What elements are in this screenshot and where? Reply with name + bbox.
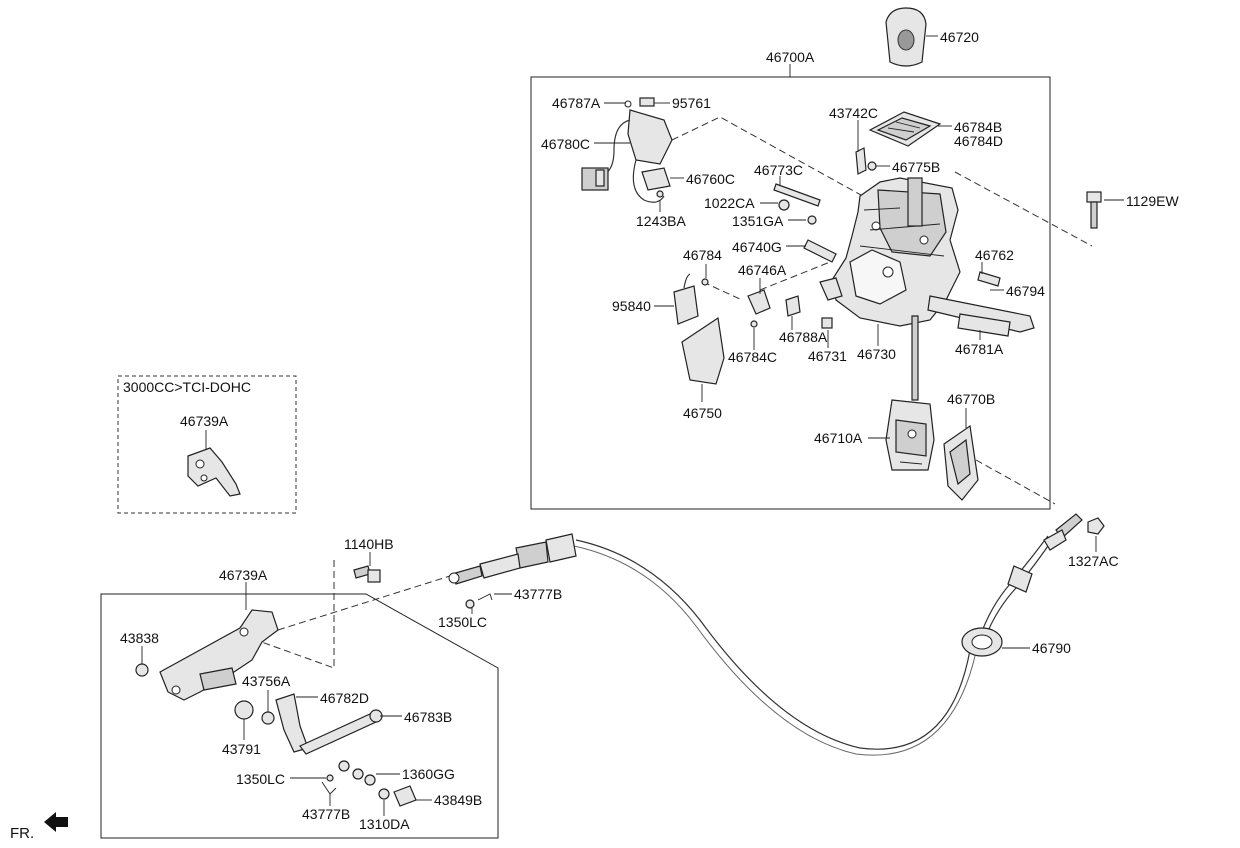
label-46730: 46730 <box>857 346 896 362</box>
alignment-lines <box>255 116 1093 669</box>
label-front: FR. <box>10 825 34 842</box>
label-46783b: 46783B <box>404 709 452 725</box>
lever-46782d <box>275 693 309 753</box>
pin-46740g <box>803 239 837 263</box>
washer-1350lc <box>326 774 334 782</box>
label-1327ac: 1327AC <box>1068 553 1119 569</box>
label-46784d: 46784D <box>954 133 1003 149</box>
label-95840: 95840 <box>612 298 651 314</box>
label-43791: 43791 <box>222 741 261 757</box>
clip-43777b-top <box>477 593 493 601</box>
label-46780c: 46780C <box>541 136 590 152</box>
switch-46760c <box>641 167 671 191</box>
pin-46773c <box>773 183 821 207</box>
bushing-46788a <box>785 295 801 317</box>
label-46700a: 46700A <box>766 49 815 65</box>
plate-46770b <box>943 424 979 501</box>
engine-variant-inset-frame <box>117 375 297 514</box>
label-1140hb: 1140HB <box>344 536 394 552</box>
label-46775b: 46775B <box>892 159 940 175</box>
label-1351ga: 1351GA <box>732 213 784 229</box>
transaxle-lever-frame <box>100 593 499 839</box>
nut-1327ac <box>1087 517 1105 535</box>
label-46739a-inset: 46739A <box>180 413 229 429</box>
label-46784b: 46784B <box>954 119 1002 135</box>
label-46788a: 46788A <box>779 329 828 345</box>
label-1350lc-top: 1350LC <box>438 614 487 630</box>
shift-cable-46790 <box>448 513 1083 756</box>
screw-46762 <box>977 271 1001 287</box>
label-1243ba: 1243BA <box>636 213 686 229</box>
block-46731 <box>821 317 833 329</box>
rod-46783b <box>299 713 377 755</box>
washer-1350lc-top <box>465 599 475 609</box>
screw-1243ba <box>656 190 664 198</box>
label-46746a: 46746A <box>738 262 787 278</box>
label-46784: 46784 <box>683 247 722 263</box>
bolt-1140hb <box>353 565 381 583</box>
label-43849b: 43849B <box>434 792 482 808</box>
label-engine-variant: 3000CC>TCI-DOHC <box>123 379 251 395</box>
bushing-43756a <box>261 711 275 725</box>
label-46790: 46790 <box>1032 640 1071 656</box>
sensor-95840 <box>673 273 699 325</box>
bolt-1129ew <box>1086 191 1102 229</box>
nut-46775b <box>867 161 877 171</box>
detent-assembly-46710a <box>885 399 935 471</box>
leader-lines <box>141 64 1124 816</box>
washer-1351ga <box>807 215 817 225</box>
label-46781a: 46781A <box>955 341 1004 357</box>
label-43838: 43838 <box>120 630 159 646</box>
label-46750: 46750 <box>683 405 722 421</box>
label-1360gg: 1360GG <box>402 766 455 782</box>
cover-46750 <box>681 316 725 385</box>
label-46782d: 46782D <box>320 690 369 706</box>
label-1310da: 1310DA <box>359 816 410 832</box>
shift-lock-harness <box>581 97 673 203</box>
label-95761: 95761 <box>672 95 711 111</box>
label-1350lc: 1350LC <box>236 771 285 787</box>
transaxle-lever-46739a <box>159 609 279 701</box>
label-46740g: 46740G <box>732 239 782 255</box>
clip-43777b <box>321 781 337 795</box>
label-43742c: 43742C <box>829 105 878 121</box>
nut-1310da <box>378 788 390 800</box>
label-1129ew: 1129EW <box>1126 193 1179 209</box>
pin-46784c <box>750 320 758 328</box>
washer-1022ca <box>778 199 790 211</box>
label-46784c: 46784C <box>728 349 777 365</box>
cap-43849b <box>393 785 417 807</box>
washer-1360gg-c <box>364 774 376 786</box>
shift-knob <box>885 7 938 67</box>
label-46770b: 46770B <box>947 391 995 407</box>
shift-lever-assembly-frame <box>530 76 1051 510</box>
shift-rod <box>911 315 919 401</box>
label-46762: 46762 <box>975 247 1014 263</box>
label-46720: 46720 <box>940 29 979 45</box>
label-43777b: 43777B <box>302 806 350 822</box>
label-43777b-top: 43777B <box>514 586 562 602</box>
label-46773c: 46773C <box>754 162 803 178</box>
front-arrow-icon <box>44 812 68 832</box>
pin-46784 <box>701 278 709 286</box>
bracket-46746a <box>747 289 771 315</box>
inset-bracket-46739a <box>187 447 241 497</box>
label-46731: 46731 <box>808 348 847 364</box>
label-46794: 46794 <box>1006 283 1045 299</box>
label-1022ca: 1022CA <box>704 195 755 211</box>
nut-43838 <box>135 663 149 677</box>
label-43756a: 43756A <box>242 673 291 689</box>
washer-1360gg-a <box>338 760 350 772</box>
label-46739a: 46739A <box>219 567 268 583</box>
tab-43742c <box>855 147 867 175</box>
shifter-base-housing <box>819 177 1035 337</box>
washer-1360gg-b <box>352 768 364 780</box>
label-46710a: 46710A <box>814 430 863 446</box>
label-46760c: 46760C <box>686 171 735 187</box>
indicator-cover <box>868 111 942 147</box>
label-46787a: 46787A <box>552 95 601 111</box>
bushing-43791 <box>234 700 254 720</box>
